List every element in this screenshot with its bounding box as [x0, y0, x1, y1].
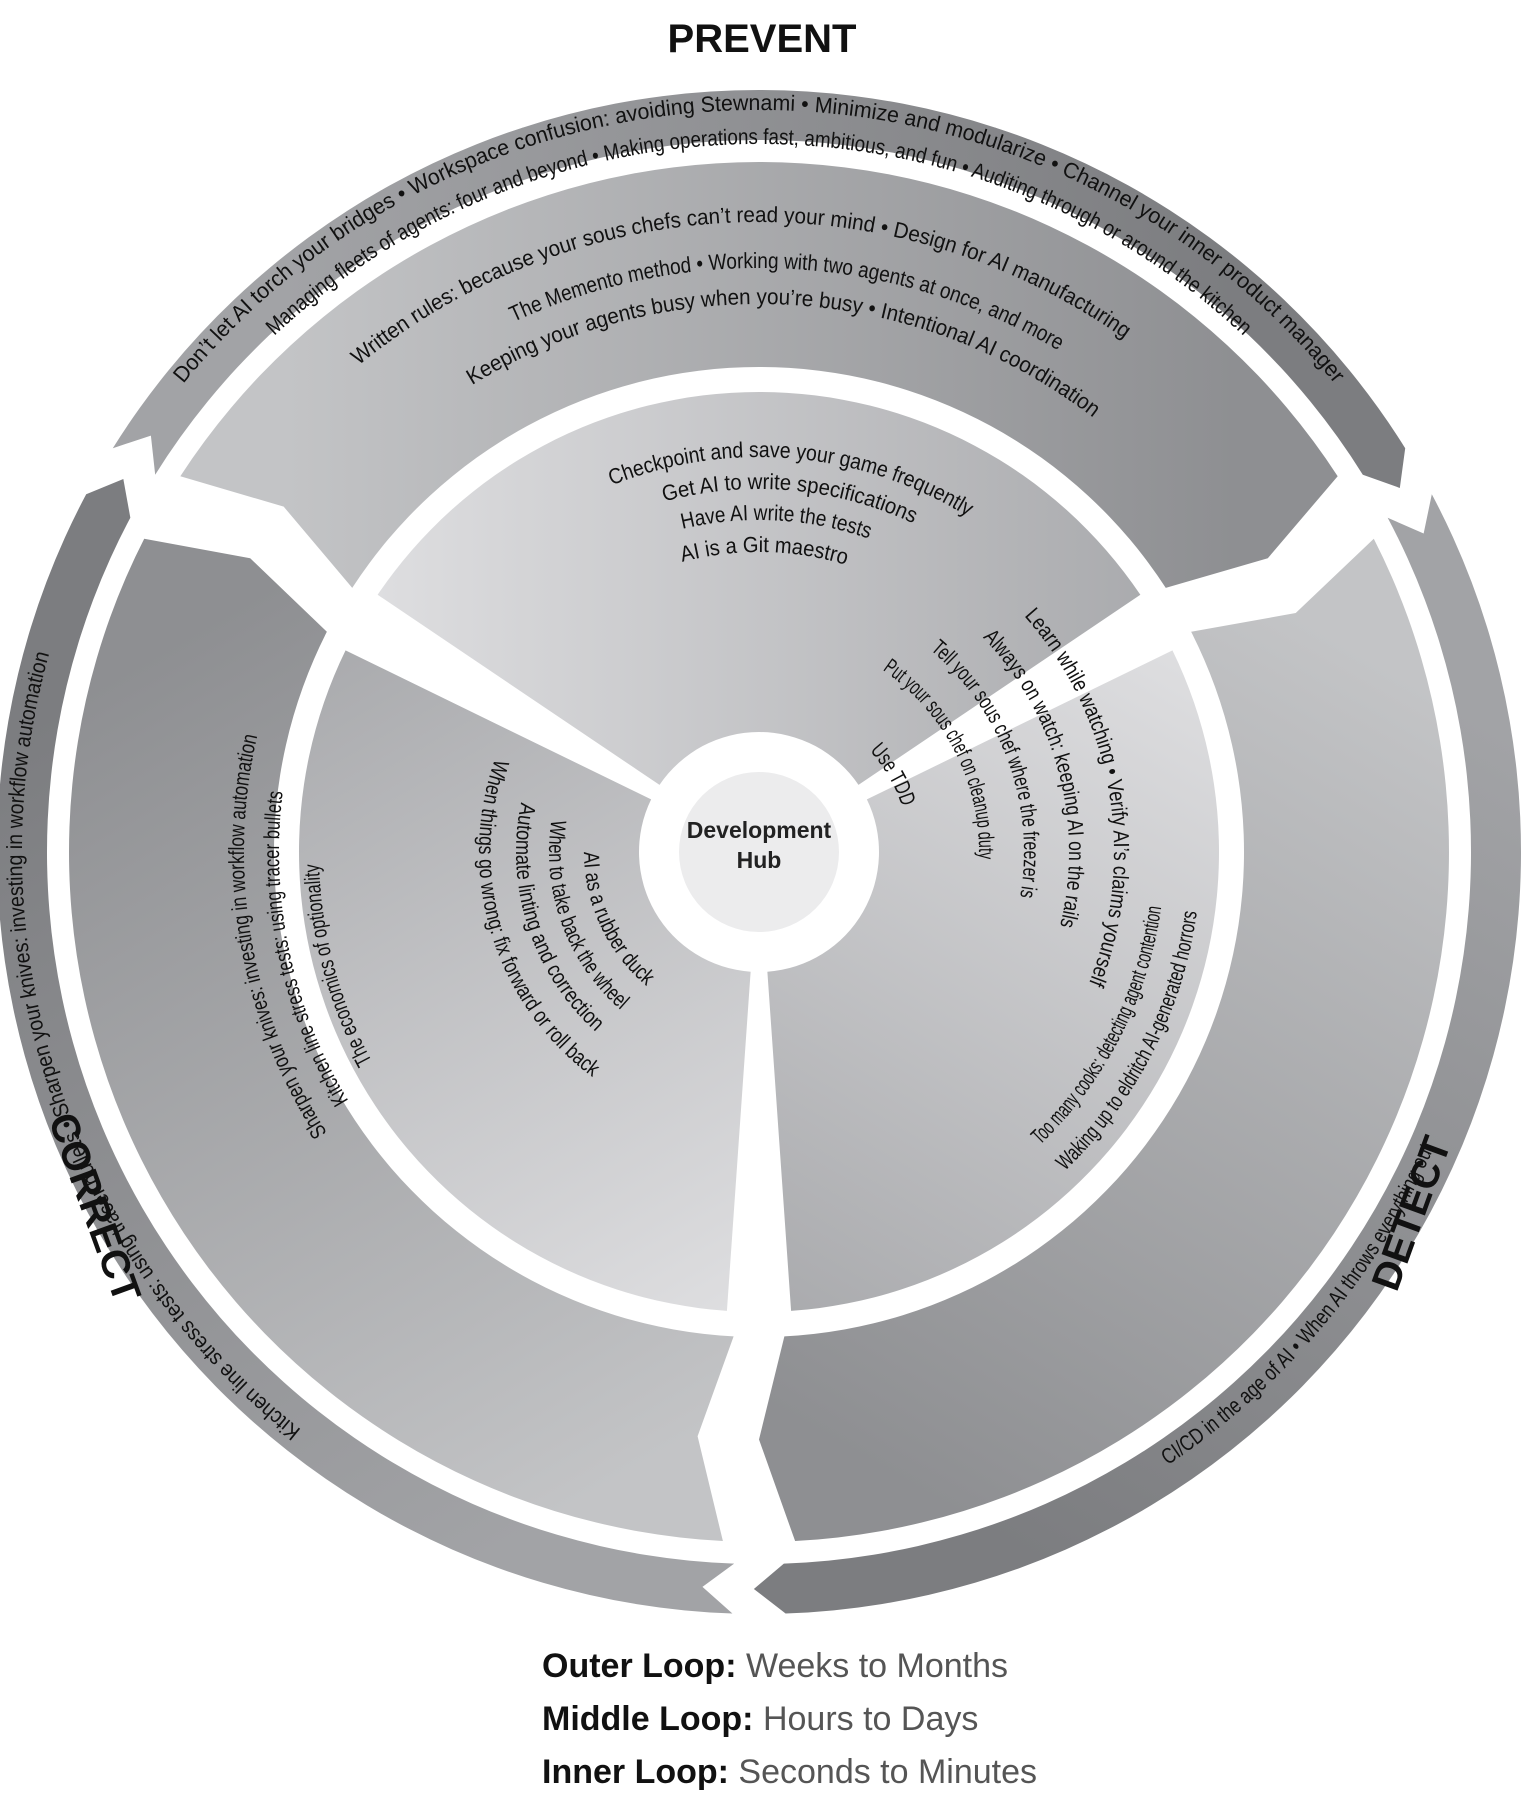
- development-hub: [679, 772, 839, 932]
- middle-band-prevent: [180, 162, 1338, 588]
- legend-outer-value: Weeks to Months: [745, 1647, 1009, 1685]
- legend-middle-value: Hours to Days: [762, 1700, 979, 1738]
- phase-label-prevent: PREVENT: [668, 17, 857, 61]
- legend-middle-key: Middle Loop:: [542, 1700, 754, 1738]
- middle-band-correct: [69, 538, 734, 1542]
- loop-bands: [0, 90, 1522, 1614]
- hub-label-line2: Hub: [737, 847, 782, 873]
- loop-legend: Outer Loop: Weeks to Months Middle Loop:…: [542, 1640, 1142, 1799]
- legend-outer: Outer Loop: Weeks to Months: [542, 1640, 1142, 1693]
- legend-inner: Inner Loop: Seconds to Minutes: [542, 1746, 1142, 1799]
- legend-outer-key: Outer Loop:: [542, 1647, 737, 1685]
- inner-band-correct: [298, 650, 751, 1311]
- outer-band-prevent: [112, 90, 1406, 488]
- inner-band-detect: [767, 650, 1220, 1311]
- legend-inner-value: Seconds to Minutes: [738, 1753, 1038, 1791]
- outer-band-correct: [0, 479, 735, 1614]
- legend-middle: Middle Loop: Hours to Days: [542, 1693, 1142, 1746]
- inner-band-prevent: [377, 391, 1141, 785]
- legend-inner-key: Inner Loop:: [542, 1753, 729, 1791]
- outer-band-detect: [753, 494, 1522, 1614]
- middle-band-detect: [759, 538, 1449, 1542]
- hub-label-line1: Development: [687, 817, 832, 843]
